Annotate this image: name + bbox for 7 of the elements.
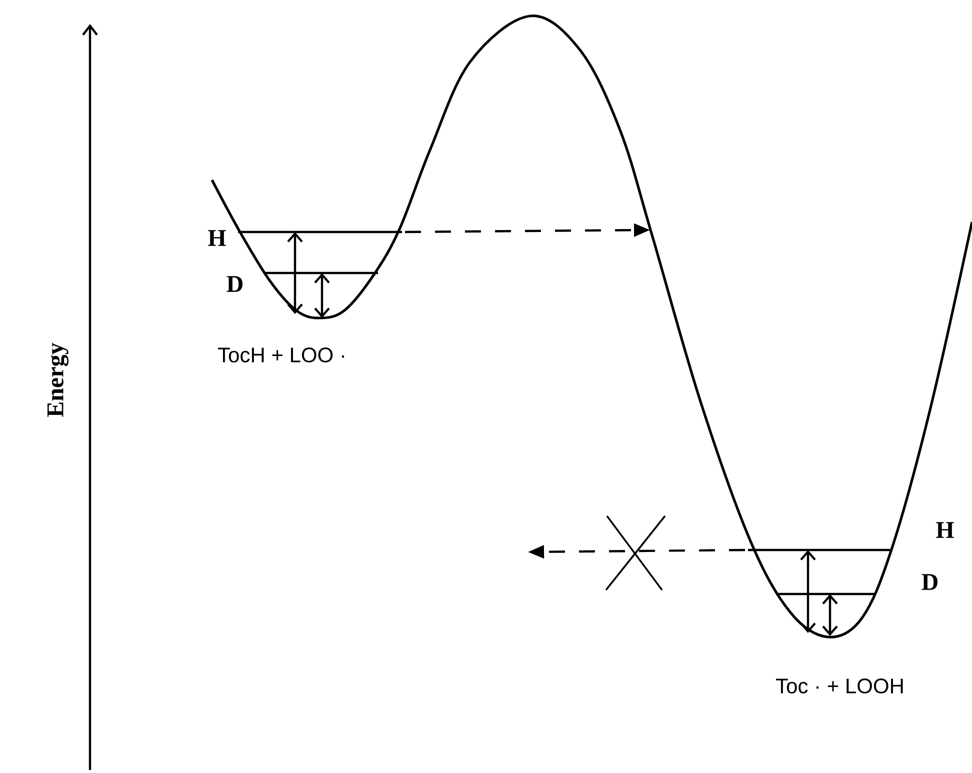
level-label: D bbox=[226, 276, 242, 292]
axis-label: Energy bbox=[48, 342, 69, 417]
state-label: Toc · + LOOH bbox=[776, 678, 903, 694]
level-label: D bbox=[922, 574, 938, 590]
level-label: H bbox=[936, 522, 954, 538]
level-label: H bbox=[208, 230, 226, 246]
state-label: TocH + LOO · bbox=[218, 348, 344, 362]
